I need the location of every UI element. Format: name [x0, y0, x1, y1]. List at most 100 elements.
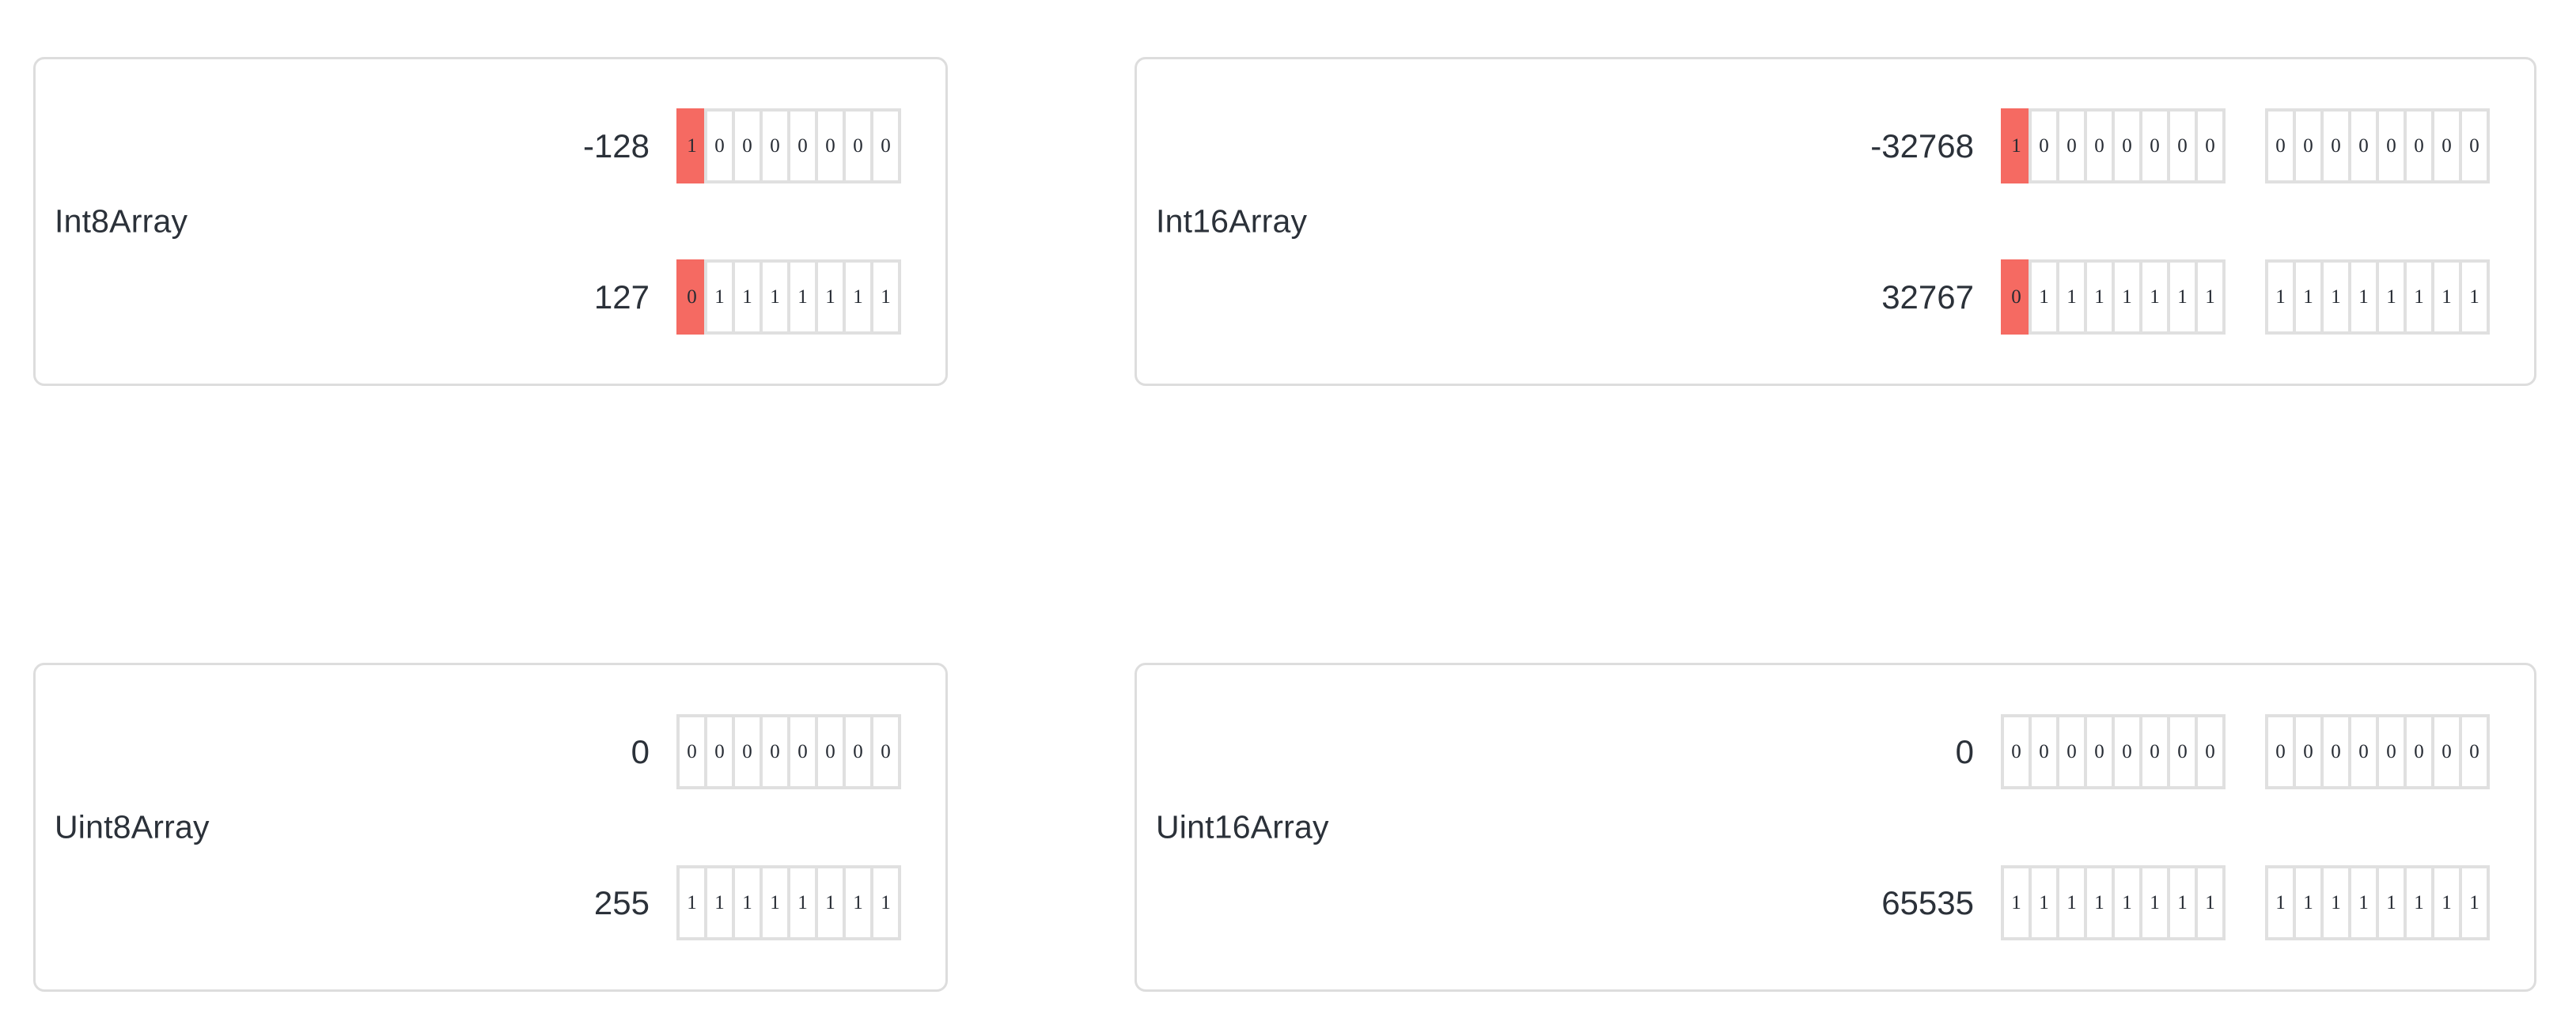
bit-cell[interactable]: 1: [2195, 259, 2226, 335]
bit-cell[interactable]: 1: [815, 259, 846, 335]
bit-cell[interactable]: 1: [732, 865, 763, 940]
bit-cell[interactable]: 0: [2459, 714, 2490, 789]
bit-cell[interactable]: 0: [2265, 714, 2296, 789]
bit-cell[interactable]: 1: [2084, 865, 2115, 940]
bit-cell[interactable]: 1: [760, 865, 790, 940]
bit-cell[interactable]: 0: [787, 108, 818, 183]
bit-cell[interactable]: 0: [2320, 714, 2351, 789]
bit-cell[interactable]: 1: [704, 865, 735, 940]
bit-cell[interactable]: 0: [2084, 108, 2115, 183]
bit-cell[interactable]: 0: [2112, 108, 2142, 183]
bit-cell[interactable]: 0: [787, 714, 818, 789]
bit-cell[interactable]: 0: [2431, 108, 2462, 183]
bit-cell[interactable]: 1: [2293, 865, 2324, 940]
bit-cell[interactable]: 0: [2167, 108, 2198, 183]
bit-cell[interactable]: 0: [2029, 714, 2059, 789]
bit-cell[interactable]: 1: [2056, 259, 2087, 335]
bit-cell[interactable]: 1: [2112, 865, 2142, 940]
bit-cell[interactable]: 0: [676, 259, 707, 335]
bit-cell[interactable]: 1: [2167, 865, 2198, 940]
bit-cell[interactable]: 0: [870, 714, 901, 789]
bit-cell[interactable]: 1: [2348, 259, 2379, 335]
bit-cell[interactable]: 1: [815, 865, 846, 940]
bit-cell[interactable]: 1: [704, 259, 735, 335]
bit-cell[interactable]: 1: [870, 259, 901, 335]
bit-cell[interactable]: 1: [676, 108, 707, 183]
row-value: 255: [593, 883, 650, 921]
bit-cell[interactable]: 0: [2320, 108, 2351, 183]
bit-cell[interactable]: 1: [732, 259, 763, 335]
bit-rows: 0 0 0 0 0 0 0 0 0 0 0 0: [1137, 714, 2534, 940]
bit-cell[interactable]: 0: [704, 108, 735, 183]
bit-cell[interactable]: 1: [843, 259, 873, 335]
bit-cell[interactable]: 1: [2056, 865, 2087, 940]
bit-cell[interactable]: 1: [2431, 259, 2462, 335]
bit-cell[interactable]: 0: [2348, 108, 2379, 183]
bit-cell[interactable]: 0: [676, 714, 707, 789]
bit-cell[interactable]: 0: [815, 714, 846, 789]
bit-cell[interactable]: 0: [2404, 108, 2434, 183]
bit-cell[interactable]: 1: [2431, 865, 2462, 940]
bit-cell[interactable]: 0: [2376, 108, 2407, 183]
bit-cell[interactable]: 0: [2376, 714, 2407, 789]
bit-cell[interactable]: 0: [2001, 259, 2032, 335]
bit-cell[interactable]: 0: [2195, 108, 2226, 183]
bit-cell[interactable]: 0: [2459, 108, 2490, 183]
bit-cell[interactable]: 0: [732, 108, 763, 183]
bit-cell[interactable]: 1: [2029, 865, 2059, 940]
bit-cell[interactable]: 0: [2029, 108, 2059, 183]
bit-cell[interactable]: 0: [815, 108, 846, 183]
bit-cell[interactable]: 0: [2195, 714, 2226, 789]
bit-cell[interactable]: 1: [2139, 259, 2170, 335]
bit-cell[interactable]: 1: [2001, 865, 2032, 940]
bit-cell[interactable]: 1: [676, 865, 707, 940]
bit-cell[interactable]: 0: [704, 714, 735, 789]
bit-cell[interactable]: 0: [2167, 714, 2198, 789]
bit-cell[interactable]: 1: [2404, 259, 2434, 335]
bit-cell[interactable]: 0: [2056, 108, 2087, 183]
bit-cell[interactable]: 0: [2431, 714, 2462, 789]
bit-cell[interactable]: 1: [2029, 259, 2059, 335]
bit-cell[interactable]: 0: [732, 714, 763, 789]
bit-cell[interactable]: 1: [2320, 259, 2351, 335]
bit-cell[interactable]: 0: [2139, 108, 2170, 183]
bit-cell[interactable]: 1: [2404, 865, 2434, 940]
bit-cell[interactable]: 0: [843, 108, 873, 183]
bit-cell[interactable]: 1: [2265, 865, 2296, 940]
bit-cell[interactable]: 1: [2459, 865, 2490, 940]
bit-cell[interactable]: 1: [2112, 259, 2142, 335]
bit-cell[interactable]: 1: [870, 865, 901, 940]
bit-cell[interactable]: 0: [2056, 714, 2087, 789]
panel-int16array: Int16Array -32768 1 0 0 0 0 0 0 0: [1135, 57, 2536, 386]
bit-cell[interactable]: 0: [2139, 714, 2170, 789]
bit-cell[interactable]: 1: [787, 259, 818, 335]
bit-cell[interactable]: 1: [2001, 108, 2032, 183]
bit-cell[interactable]: 0: [2404, 714, 2434, 789]
bit-cell[interactable]: 1: [2293, 259, 2324, 335]
bit-cell[interactable]: 1: [2459, 259, 2490, 335]
bit-cell[interactable]: 1: [2376, 259, 2407, 335]
bit-cell[interactable]: 0: [2293, 108, 2324, 183]
bit-cell[interactable]: 0: [870, 108, 901, 183]
bit-cell[interactable]: 1: [2376, 865, 2407, 940]
bit-cell[interactable]: 0: [2293, 714, 2324, 789]
bit-cell[interactable]: 1: [2084, 259, 2115, 335]
bit-cell[interactable]: 0: [2348, 714, 2379, 789]
bit-cell[interactable]: 1: [2320, 865, 2351, 940]
bit-cell[interactable]: 1: [2195, 865, 2226, 940]
bit-cell[interactable]: 0: [843, 714, 873, 789]
bit-cell[interactable]: 0: [2265, 108, 2296, 183]
bit-cell[interactable]: 1: [843, 865, 873, 940]
bit-cell[interactable]: 0: [2084, 714, 2115, 789]
bit-cell[interactable]: 1: [787, 865, 818, 940]
bit-cell[interactable]: 1: [2139, 865, 2170, 940]
byte-group: 0 1 1 1 1 1 1 1: [676, 259, 901, 335]
bit-cell[interactable]: 0: [2001, 714, 2032, 789]
bit-cell[interactable]: 1: [2348, 865, 2379, 940]
bit-cell[interactable]: 1: [760, 259, 790, 335]
bit-cell[interactable]: 0: [760, 108, 790, 183]
bit-cell[interactable]: 1: [2265, 259, 2296, 335]
bit-cell[interactable]: 0: [2112, 714, 2142, 789]
bit-cell[interactable]: 1: [2167, 259, 2198, 335]
bit-cell[interactable]: 0: [760, 714, 790, 789]
